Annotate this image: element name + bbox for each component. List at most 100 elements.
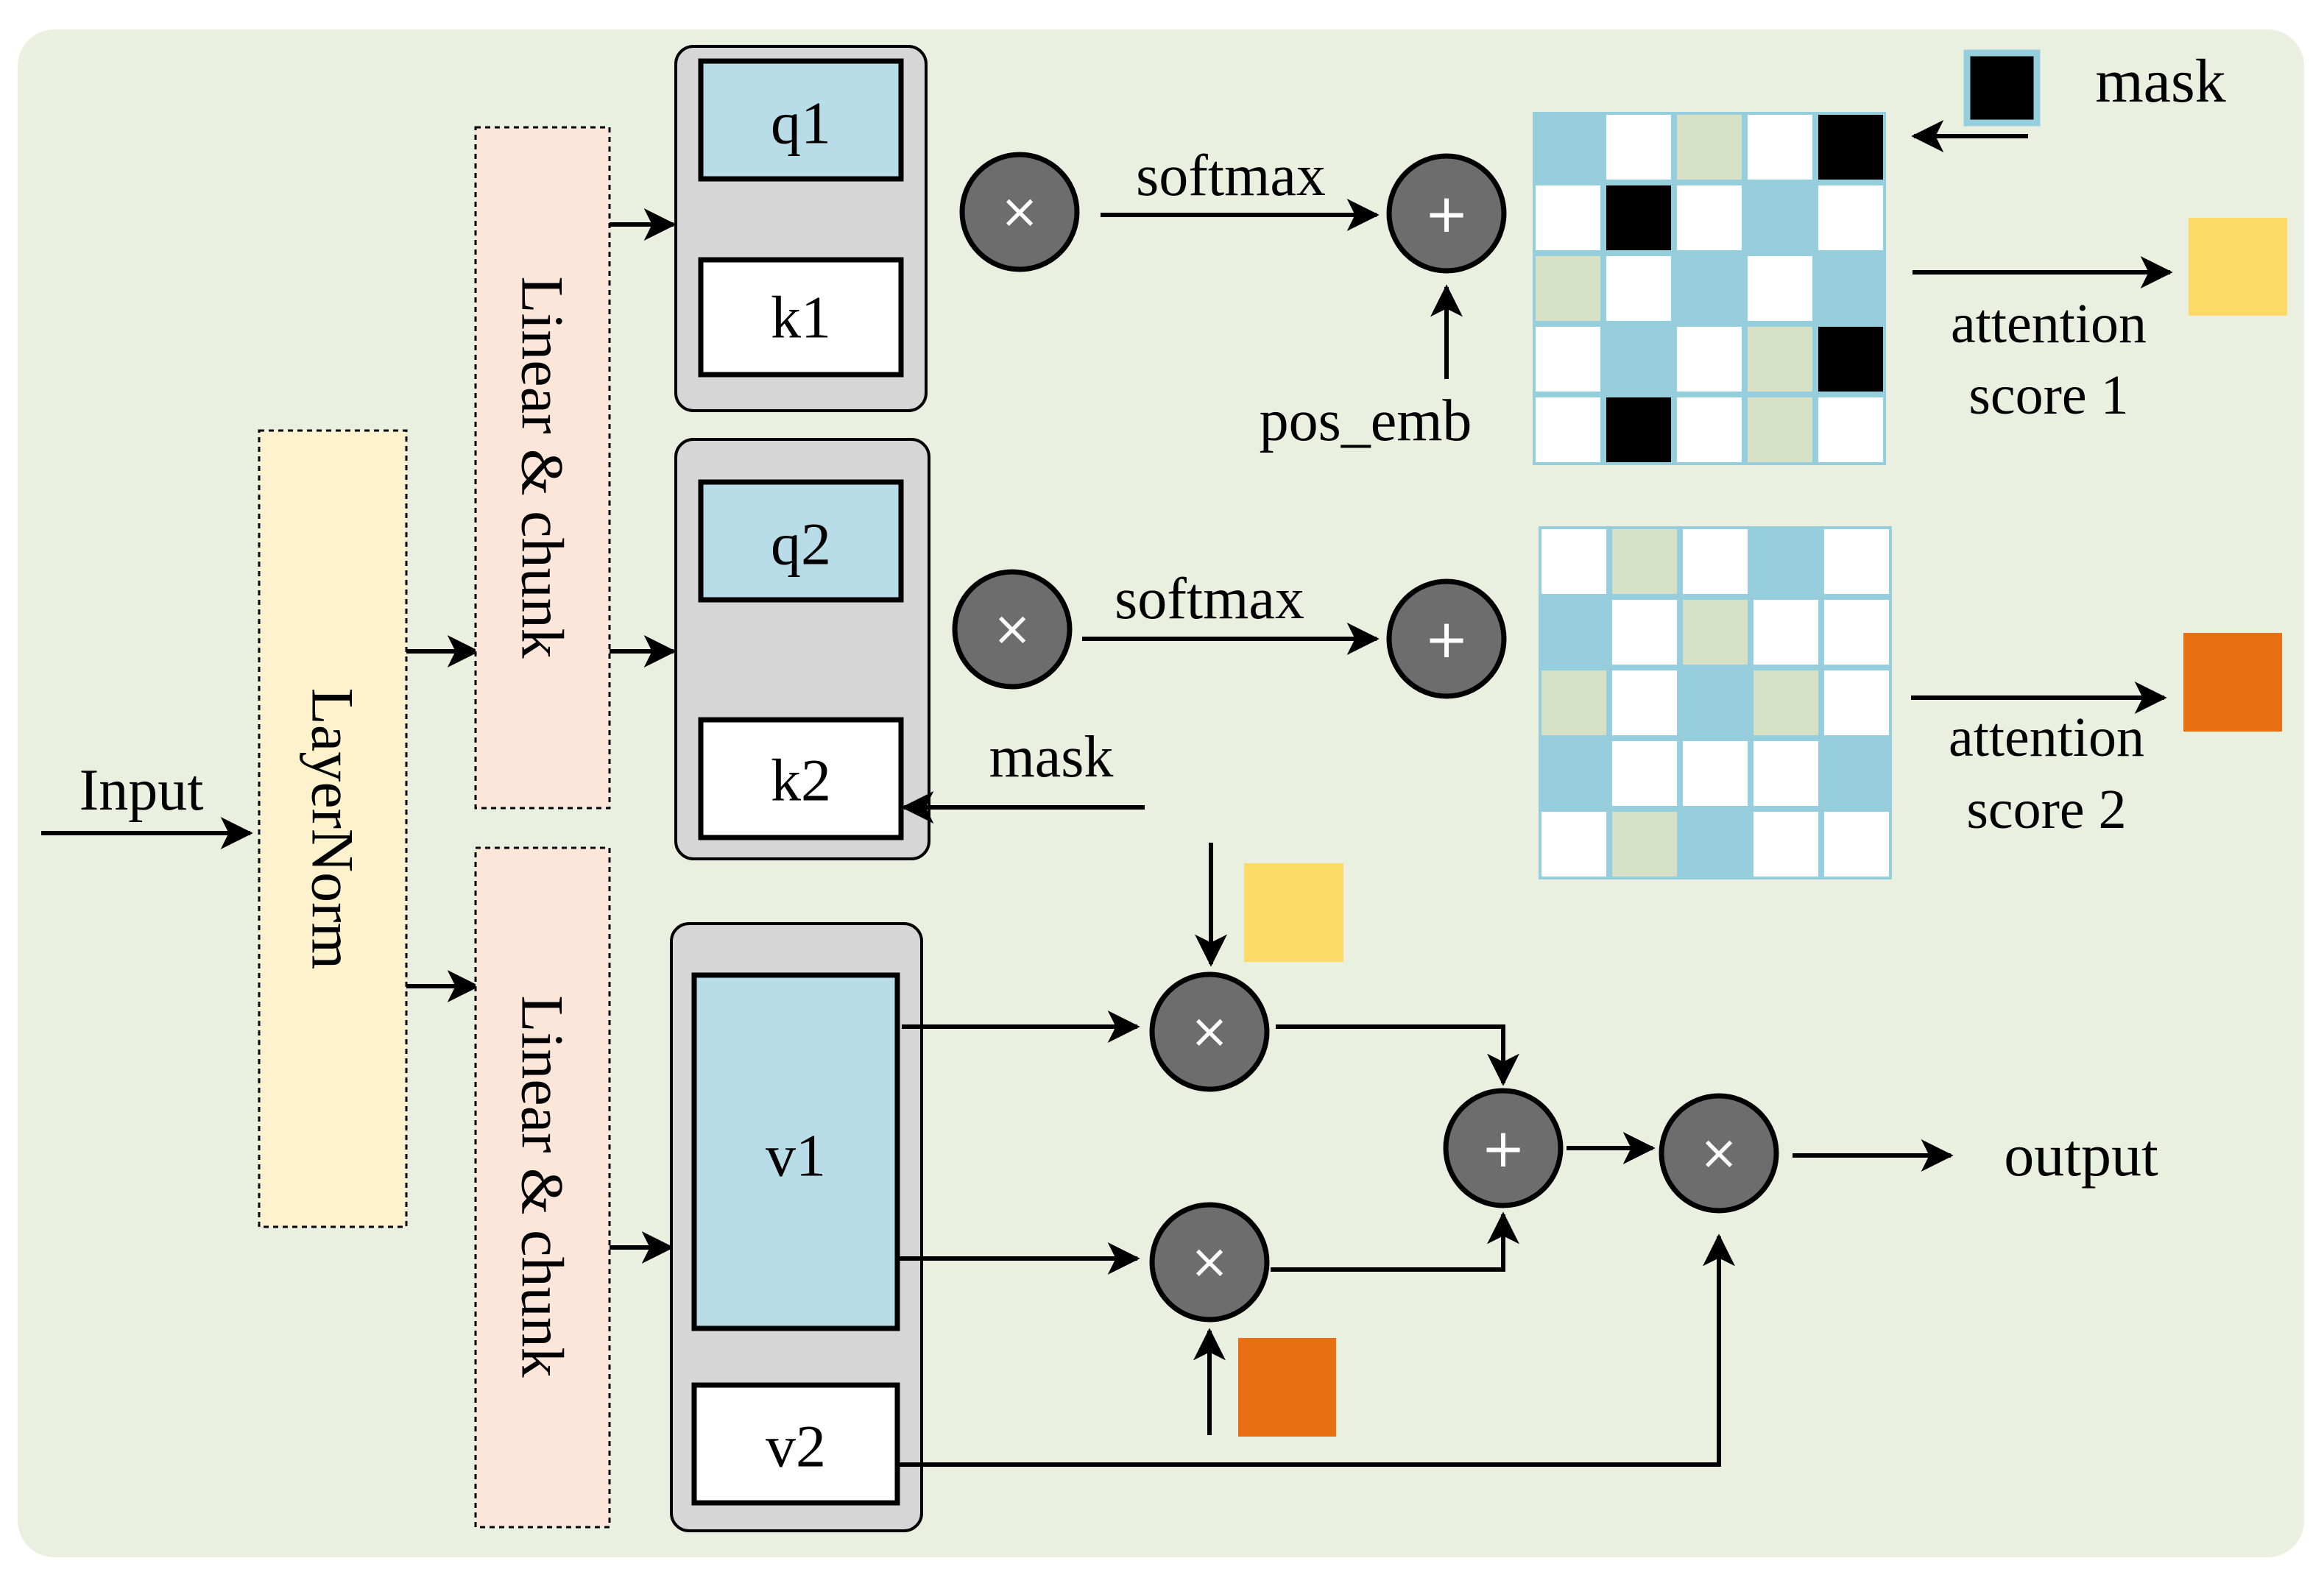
- multiply-lower-to-add-arrow: [1271, 1211, 1519, 1272]
- grid-cell: [1536, 115, 1600, 180]
- grid-cell: [1818, 185, 1883, 250]
- output-label: output: [2004, 1122, 2158, 1189]
- multiply-symbol: ×: [1190, 1235, 1229, 1289]
- score-1-input-swatch: [1244, 863, 1343, 962]
- q2-box: [698, 479, 904, 603]
- grid-cell: [1818, 256, 1883, 321]
- add-operator-row1: +: [1386, 153, 1507, 274]
- grid-cell: [1606, 256, 1671, 321]
- attention-score-2-label-line1: attention: [1949, 707, 2144, 768]
- grid-cell: [1748, 327, 1812, 392]
- grid-cell: [1612, 529, 1677, 594]
- grid-cell: [1824, 529, 1889, 594]
- v1-label: v1: [766, 1122, 826, 1189]
- grid-cell: [1677, 256, 1742, 321]
- multiply-symbol: ×: [1190, 1005, 1229, 1059]
- add-symbol: +: [1481, 1117, 1525, 1179]
- multiply-operator-icon: [952, 569, 1073, 690]
- grid-cell: [1824, 741, 1889, 806]
- mask-legend-label: mask: [2095, 47, 2225, 116]
- multiply-top-to-add-arrow: [1276, 1024, 1519, 1086]
- k1-label: k1: [771, 284, 831, 351]
- grid-cell: [1612, 670, 1677, 735]
- grid-cell: [1748, 256, 1812, 321]
- q1-label: q1: [771, 90, 831, 157]
- attention-score-2-label-line2: score 2: [1966, 779, 2126, 840]
- grid-cell: [1612, 741, 1677, 806]
- multiply-operator-icon: [1659, 1093, 1779, 1214]
- grid-cell: [1536, 327, 1600, 392]
- multiply-operator-bottom-lower: ×: [1149, 1202, 1270, 1323]
- add-symbol: +: [1424, 183, 1469, 244]
- grid-cell: [1753, 670, 1818, 735]
- attention-score-1-label-line2: score 1: [1968, 364, 2128, 426]
- softmax-label-row1: softmax: [1136, 144, 1326, 208]
- linear-chunk-label-bottom: Linear & chunk: [509, 995, 576, 1377]
- add-operator-icon: [1386, 578, 1507, 699]
- add-operator-icon: [1386, 153, 1507, 274]
- grid-cell: [1753, 529, 1818, 594]
- grid-cell: [1683, 670, 1748, 735]
- multiply-operator-icon: [959, 152, 1080, 272]
- grid-cell: [1818, 397, 1883, 462]
- multiply-operator-bottom-top: ×: [1149, 971, 1270, 1092]
- linear-chunk-box-top: [474, 126, 611, 810]
- add-symbol: +: [1424, 608, 1469, 670]
- input-label: Input: [80, 758, 204, 823]
- grid-cell: [1606, 397, 1671, 462]
- grid-cell: [1824, 600, 1889, 665]
- linear-chunk-box-bottom: [474, 846, 611, 1529]
- grid-cell: [1536, 397, 1600, 462]
- grid-cell: [1818, 115, 1883, 180]
- grid-cell: [1683, 600, 1748, 665]
- k2-label: k2: [771, 747, 831, 814]
- softmax-label-row2: softmax: [1115, 567, 1304, 631]
- q2-label: q2: [771, 511, 831, 578]
- v2-to-final-multiply-arrow: [900, 1233, 1735, 1467]
- attention-grid-1: [1533, 112, 1886, 465]
- grid-cell: [1541, 741, 1606, 806]
- attention-score-1-label-line1: attention: [1951, 293, 2147, 355]
- linear-chunk-label-top: Linear & chunk: [509, 276, 576, 658]
- grid-cell: [1683, 741, 1748, 806]
- grid-cell: [1677, 115, 1742, 180]
- grid-cell: [1677, 397, 1742, 462]
- multiply-symbol: ×: [1699, 1126, 1739, 1180]
- grid-cell: [1824, 670, 1889, 735]
- mask-square-icon: [1963, 49, 2041, 127]
- grid-cell: [1612, 812, 1677, 877]
- v1-box: [691, 972, 900, 1331]
- grid-cell: [1748, 185, 1812, 250]
- grid-cell: [1541, 600, 1606, 665]
- k2-box: [698, 717, 904, 840]
- grid-cell: [1606, 115, 1671, 180]
- multiply-operator-final: ×: [1659, 1093, 1779, 1214]
- layernorm-label: LayerNorm: [300, 688, 367, 970]
- add-operator-bottom: +: [1443, 1088, 1564, 1208]
- multiply-symbol: ×: [1000, 185, 1039, 239]
- multiply-operator-row1: ×: [959, 152, 1080, 272]
- grid-cell: [1677, 327, 1742, 392]
- multiply-symbol: ×: [992, 602, 1032, 656]
- grid-cell: [1818, 327, 1883, 392]
- grid-cell: [1536, 185, 1600, 250]
- attention-grid-2: [1539, 526, 1892, 879]
- score-2-input-swatch: [1238, 1338, 1336, 1437]
- pos-emb-label: pos_emb: [1260, 389, 1472, 453]
- v2-box: [691, 1382, 900, 1506]
- multiply-operator-icon: [1149, 971, 1270, 1092]
- add-operator-row2: +: [1386, 578, 1507, 699]
- grid-cell: [1748, 397, 1812, 462]
- grid-cell: [1541, 812, 1606, 877]
- v2-label: v2: [766, 1413, 826, 1480]
- grid-cell: [1606, 185, 1671, 250]
- q1-box: [698, 58, 904, 182]
- multiply-operator-icon: [1149, 1202, 1270, 1323]
- grid-cell: [1683, 812, 1748, 877]
- grid-cell: [1541, 670, 1606, 735]
- add-operator-icon: [1443, 1088, 1564, 1208]
- grid-cell: [1683, 529, 1748, 594]
- grid-cell: [1753, 600, 1818, 665]
- grid-cell: [1606, 327, 1671, 392]
